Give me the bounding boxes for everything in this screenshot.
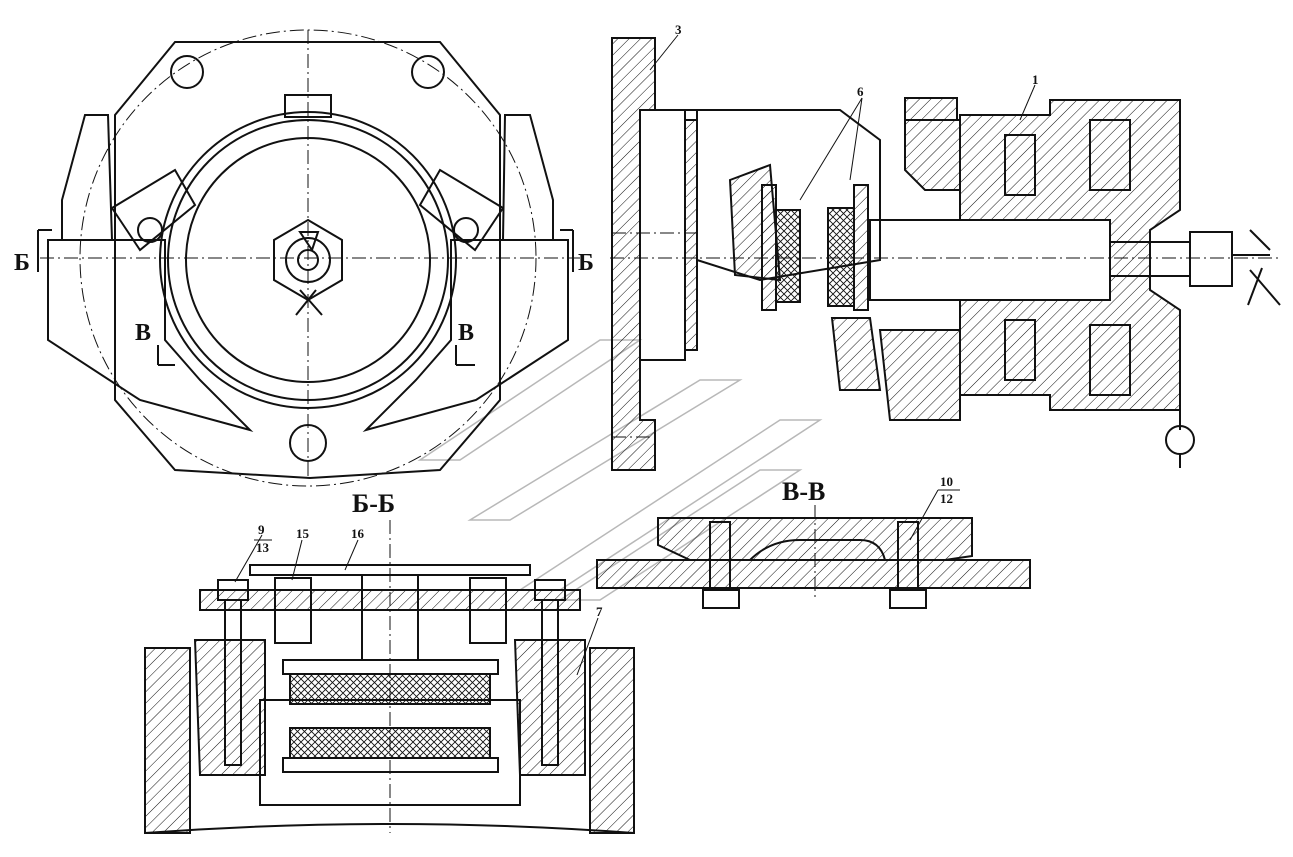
callout-3: 3 — [675, 22, 682, 37]
callout-12: 12 — [940, 491, 953, 506]
callout-1: 1 — [1032, 72, 1039, 87]
section-bb-view: Б-Б 9 13 15 16 7 — [144, 489, 635, 834]
callout-7: 7 — [596, 604, 603, 619]
side-section-view: 3 6 1 — [610, 22, 1281, 471]
front-view: Б Б В В — [14, 29, 594, 487]
section-vv-view: В-В 10 12 — [596, 474, 1031, 609]
callout-16: 16 — [351, 526, 365, 541]
callout-10: 10 — [940, 474, 953, 489]
section-mark-v-right: В — [458, 320, 474, 346]
section-bb-title: Б-Б — [352, 489, 395, 518]
callout-6: 6 — [857, 84, 864, 99]
callout-15: 15 — [296, 526, 310, 541]
section-mark-b-left: Б — [14, 250, 30, 276]
callout-9: 9 — [258, 522, 265, 537]
section-mark-v-left: В — [135, 320, 151, 346]
section-mark-b-right: Б — [578, 250, 594, 276]
section-vv-title: В-В — [782, 477, 825, 506]
callout-13: 13 — [256, 540, 270, 555]
